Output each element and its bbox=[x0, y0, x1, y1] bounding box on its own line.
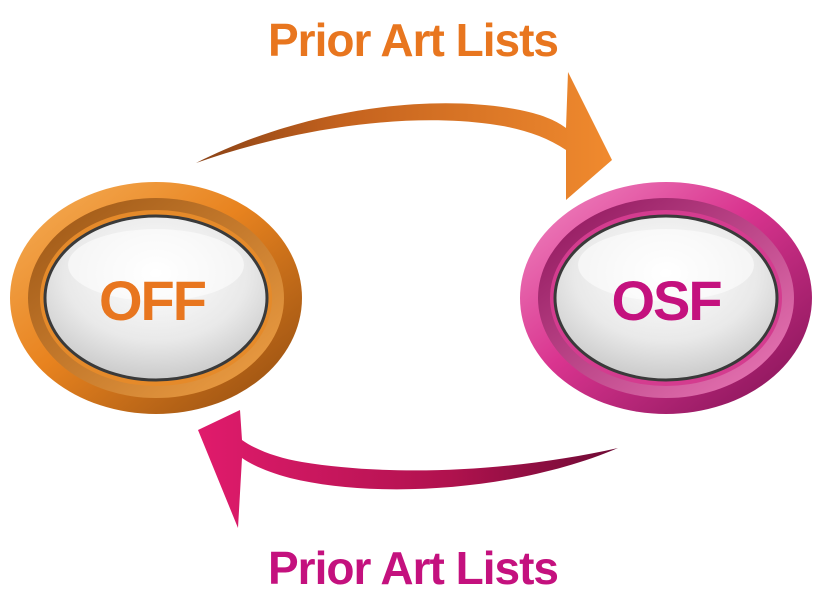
bottom-arrow bbox=[198, 410, 618, 528]
osf-node[interactable]: OSF bbox=[520, 182, 812, 414]
top-arrow bbox=[196, 72, 612, 200]
top-arrow-label: Prior Art Lists bbox=[268, 14, 558, 66]
osf-label: OSF bbox=[611, 269, 721, 332]
off-label: OFF bbox=[99, 269, 206, 332]
bottom-arrow-label: Prior Art Lists bbox=[268, 542, 558, 590]
off-node[interactable]: OFF bbox=[10, 182, 302, 414]
